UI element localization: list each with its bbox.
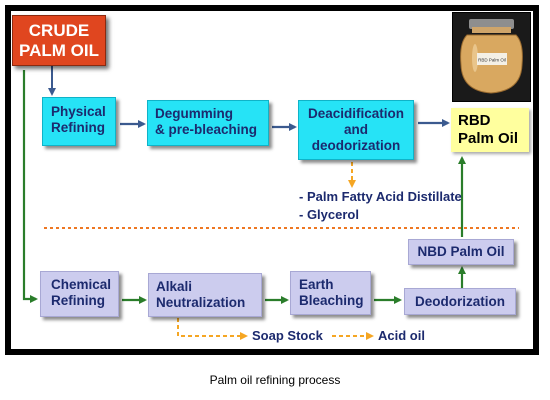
jar-neck	[472, 27, 511, 33]
physical-refining-box: Physical Refining	[42, 97, 116, 146]
soap-stock-label: Soap Stock	[252, 328, 323, 343]
physical-label-line1: Physical	[51, 104, 106, 119]
crude-palm-oil-box: CRUDE PALM OIL	[12, 15, 106, 66]
chemical-label-line1: Chemical	[51, 277, 112, 292]
chemical-refining-box: Chemical Refining	[40, 271, 119, 317]
byproduct-pfad: - Palm Fatty Acid Distillate	[299, 189, 462, 204]
acid-oil-label: Acid oil	[378, 328, 425, 343]
earth-label-line1: Earth	[299, 277, 334, 292]
rbd-palm-oil-box: RBD Palm Oil	[451, 108, 529, 152]
chemical-label-line2: Refining	[51, 293, 105, 308]
jar-image: RBD Palm Oil	[453, 13, 530, 101]
crude-label-line2: PALM OIL	[19, 40, 99, 60]
degumming-label-line2: & pre-bleaching	[155, 122, 258, 137]
arrow-crude-to-chemical	[22, 70, 38, 303]
deacid-label-line3: deodorization	[311, 138, 401, 153]
alkali-neutralization-box: Alkali Neutralization	[148, 273, 262, 317]
rbd-label-line2: Palm Oil	[458, 130, 519, 147]
byproduct-glycerol: - Glycerol	[299, 207, 359, 222]
alkali-label-line1: Alkali	[156, 279, 193, 294]
physical-label-line2: Refining	[51, 120, 105, 135]
degumming-box: Degumming & pre-bleaching	[147, 100, 269, 146]
crude-label-line1: CRUDE	[28, 20, 90, 40]
arrow-alkali-to-soap	[177, 318, 248, 340]
deacidification-box: Deacidification and deodorization	[298, 100, 414, 160]
rbd-palm-oil-photo: RBD Palm Oil	[452, 12, 531, 102]
jar-label	[477, 53, 507, 65]
jar-label-text: RBD Palm Oil	[478, 58, 506, 63]
alkali-label-line2: Neutralization	[156, 295, 246, 310]
earth-bleaching-box: Earth Bleaching	[290, 271, 371, 315]
nbd-palm-oil-box: NBD Palm Oil	[408, 239, 514, 265]
jar-lid	[469, 19, 514, 29]
rbd-label-line1: RBD	[458, 112, 491, 129]
deacid-label-line1: Deacidification	[307, 106, 405, 121]
deodorization-box: Deodorization	[404, 288, 516, 315]
figure-caption: Palm oil refining process	[209, 373, 341, 387]
deacid-label-line2: and	[343, 122, 368, 137]
earth-label-line2: Bleaching	[299, 293, 364, 308]
degumming-label-line1: Degumming	[155, 106, 234, 121]
